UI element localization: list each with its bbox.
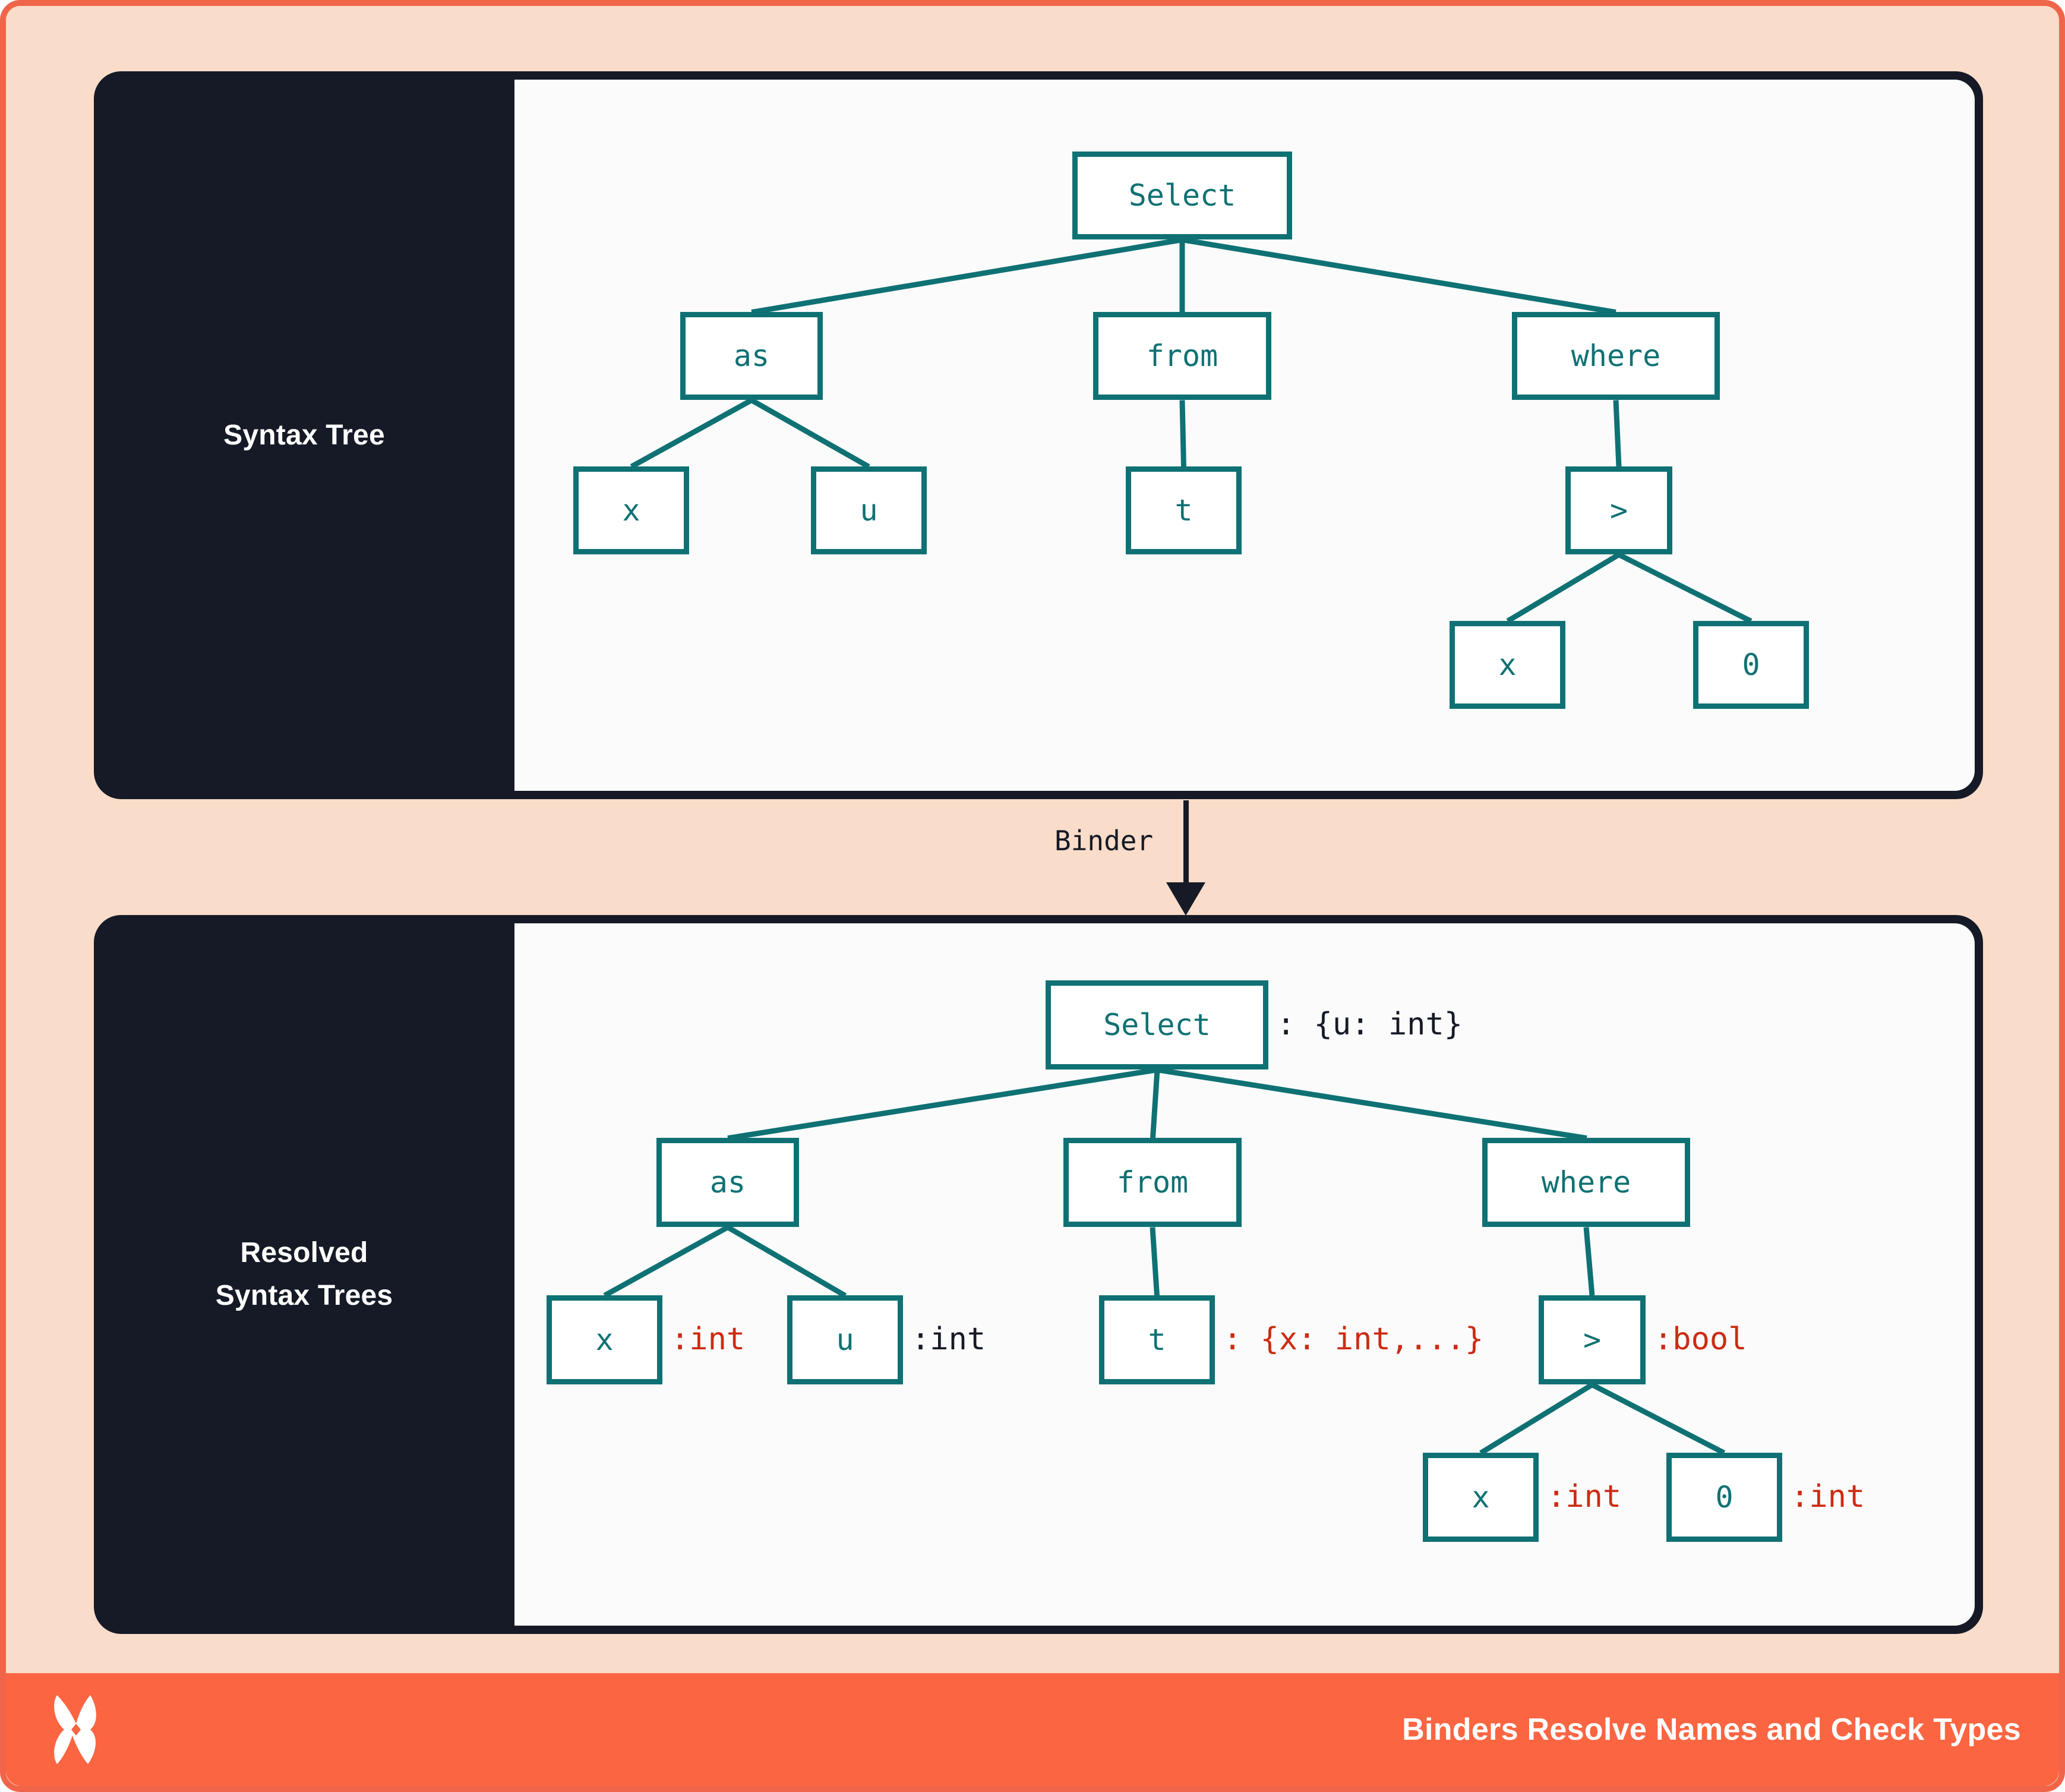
panel-label-line: Syntax Trees xyxy=(215,1280,393,1311)
panel-label-line: Syntax Tree xyxy=(223,419,385,451)
tree-node[interactable]: where xyxy=(1482,1138,1690,1227)
tree-node-label: as xyxy=(709,1165,746,1200)
tree-node-label: from xyxy=(1146,339,1218,373)
tree-node-label: Select xyxy=(1103,1008,1211,1042)
tree-node-label: > xyxy=(1609,493,1628,528)
tree-edge xyxy=(1506,552,1621,623)
tree-node-label: x xyxy=(622,493,640,528)
tree-edge xyxy=(1617,551,1753,624)
panel-syntax-tree: Syntax Tree Select as from where x u t > x 0 xyxy=(94,71,1983,799)
tree-node[interactable]: from xyxy=(1063,1138,1242,1227)
tree-node-label: as xyxy=(733,339,770,373)
tree-node-label: 0 xyxy=(1715,1480,1734,1515)
panel-resolved-label: Resolved Syntax Trees xyxy=(94,915,514,1634)
tree-node[interactable]: Select xyxy=(1046,980,1268,1069)
type-annotation: : {x: int,...} xyxy=(1223,1321,1484,1357)
tree-node[interactable]: t xyxy=(1126,466,1242,554)
tree-node[interactable]: x xyxy=(1450,621,1565,709)
type-annotation: :int xyxy=(1547,1479,1622,1515)
type-annotation: : {u: int} xyxy=(1277,1007,1463,1042)
tree-node-label: x xyxy=(595,1323,614,1357)
tree-edge xyxy=(1179,239,1185,312)
tree-node-label: u xyxy=(860,493,878,528)
tree-edge xyxy=(1590,1382,1726,1455)
tree-node-label: from xyxy=(1116,1165,1189,1200)
tree-node[interactable]: u xyxy=(787,1295,903,1384)
panel-syntax-tree-label: Syntax Tree xyxy=(94,71,514,799)
tree-edge xyxy=(1479,1382,1594,1455)
tree-node[interactable]: u xyxy=(811,466,927,554)
tree-node-label: 0 xyxy=(1742,648,1760,682)
tree-node[interactable]: x xyxy=(1423,1453,1539,1542)
tree-edge xyxy=(1156,1067,1587,1141)
tree-node[interactable]: Select xyxy=(1072,152,1292,239)
binder-arrow-shaft xyxy=(1183,800,1189,888)
tree-edge xyxy=(1182,236,1616,315)
tree-node-label: where xyxy=(1571,339,1661,373)
tree-node-label: t xyxy=(1174,493,1193,528)
tree-edge xyxy=(727,1067,1158,1141)
tree-node[interactable]: where xyxy=(1512,312,1720,400)
tree-edge xyxy=(726,1225,847,1298)
syntax-tree-canvas: Select as from where x u t > x 0 xyxy=(514,80,1975,791)
tree-node[interactable]: from xyxy=(1093,312,1271,400)
tree-edge xyxy=(1150,1226,1160,1296)
tree-node-label: x xyxy=(1498,648,1517,682)
tree-node[interactable]: > xyxy=(1565,466,1672,554)
panel-label-line: Resolved xyxy=(240,1237,368,1269)
tree-node[interactable]: as xyxy=(656,1138,799,1227)
tree-edge xyxy=(630,397,753,469)
tree-node-label: Select xyxy=(1128,178,1236,213)
tree-node[interactable]: 0 xyxy=(1693,621,1809,709)
tree-edge xyxy=(751,236,1183,315)
tree-node-label: t xyxy=(1148,1323,1166,1357)
tree-edge xyxy=(750,397,870,469)
tree-edge xyxy=(1613,399,1622,467)
panel-resolved-syntax-trees: Resolved Syntax Trees Select : {u: int} as… xyxy=(94,915,1983,1634)
tree-edge xyxy=(1150,1069,1160,1138)
tree-edge xyxy=(1583,1226,1595,1296)
binder-arrow-head xyxy=(1166,882,1205,916)
syntax-tree-graph: Select as from where x u t > x 0 xyxy=(514,80,1975,791)
tree-node[interactable]: x xyxy=(547,1295,662,1384)
resolved-tree-canvas: Select : {u: int} as from where x :int u :int t : … xyxy=(514,923,1975,1626)
tree-node[interactable]: as xyxy=(680,312,823,400)
footer-bar: Binders Resolve Names and Check Types xyxy=(6,1673,2059,1786)
tree-node-label: u xyxy=(836,1323,854,1357)
tree-node-label: x xyxy=(1472,1480,1490,1515)
type-annotation: :bool xyxy=(1654,1321,1747,1357)
tree-edge xyxy=(1179,399,1186,467)
tree-node[interactable]: > xyxy=(1539,1295,1646,1384)
type-annotation: :int xyxy=(911,1321,986,1357)
hourglass-x-logo xyxy=(54,1695,96,1764)
footer-caption: Binders Resolve Names and Check Types xyxy=(1402,1712,2021,1747)
binder-label: Binder xyxy=(1054,825,1154,857)
resolved-tree-graph: Select : {u: int} as from where x :int u :int t : … xyxy=(514,923,1975,1626)
tree-node-label: where xyxy=(1541,1165,1631,1200)
type-annotation: :int xyxy=(1791,1479,1865,1515)
type-annotation: :int xyxy=(671,1321,746,1357)
tree-node[interactable]: t xyxy=(1099,1295,1215,1384)
tree-node[interactable]: 0 xyxy=(1666,1453,1782,1542)
tree-node[interactable]: x xyxy=(573,466,689,554)
tree-node-label: > xyxy=(1583,1323,1602,1357)
tree-edge xyxy=(603,1225,730,1298)
